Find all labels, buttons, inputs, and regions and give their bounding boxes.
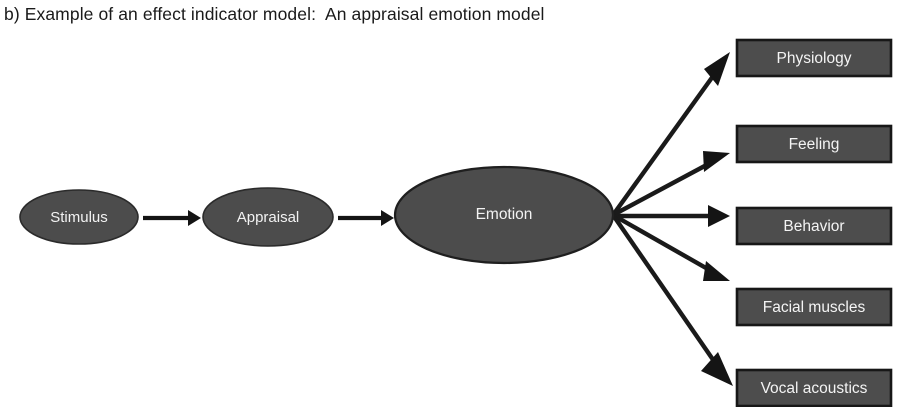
arrow-emotion-to-facial-muscles xyxy=(611,213,730,281)
facial-muscles-box[interactable] xyxy=(735,287,893,327)
arrow-line xyxy=(611,159,716,217)
arrow-emotion-to-vocal-acoustics xyxy=(611,213,733,386)
node-stimulus[interactable]: Stimulus xyxy=(19,189,139,245)
facial-muscles-label: Facial muscles xyxy=(763,299,866,316)
indicator-physiology[interactable]: Physiology xyxy=(735,38,893,78)
arrow-emotion-to-feeling xyxy=(611,151,730,217)
feeling-label: Feeling xyxy=(789,136,840,153)
vocal-acoustics-label: Vocal acoustics xyxy=(761,380,868,397)
behavior-label: Behavior xyxy=(783,218,844,235)
arrow-line xyxy=(611,213,715,274)
appraisal-label: Appraisal xyxy=(237,209,300,226)
behavior-box[interactable] xyxy=(735,206,893,246)
emotion-label: Emotion xyxy=(476,206,533,223)
stimulus-ellipse[interactable] xyxy=(19,189,139,245)
indicator-facial-muscles[interactable]: Facial muscles xyxy=(735,287,893,327)
physiology-label: Physiology xyxy=(777,50,852,67)
arrow-line xyxy=(611,213,718,366)
arrow-head-icon xyxy=(708,205,730,227)
arrow-stimulus-to-appraisal xyxy=(143,210,201,226)
physiology-box[interactable] xyxy=(735,38,893,78)
arrow-head-icon xyxy=(381,210,394,226)
figure-title: b) Example of an effect indicator model:… xyxy=(4,4,545,24)
arrow-appraisal-to-emotion xyxy=(338,210,394,226)
arrow-head-icon xyxy=(188,210,201,226)
indicator-feeling[interactable]: Feeling xyxy=(735,124,893,164)
arrow-head-icon xyxy=(703,151,730,172)
node-appraisal[interactable]: Appraisal xyxy=(202,187,334,247)
arrow-line xyxy=(611,70,718,217)
flow-arrow-group xyxy=(143,210,394,226)
node-emotion[interactable]: Emotion xyxy=(393,165,615,265)
feeling-box[interactable] xyxy=(735,124,893,164)
appraisal-ellipse[interactable] xyxy=(202,187,334,247)
emotion-ellipse[interactable] xyxy=(393,165,615,265)
indicator-behavior[interactable]: Behavior xyxy=(735,206,893,246)
arrow-head-icon xyxy=(701,352,733,386)
arrow-head-icon xyxy=(703,261,730,281)
vocal-acoustics-box[interactable] xyxy=(735,368,893,407)
arrow-emotion-to-behavior xyxy=(613,205,730,227)
radial-arrow-group xyxy=(611,52,733,386)
stimulus-label: Stimulus xyxy=(50,209,108,226)
arrow-emotion-to-physiology xyxy=(611,52,730,217)
arrow-head-icon xyxy=(704,52,730,86)
indicator-vocal-acoustics[interactable]: Vocal acoustics xyxy=(735,368,893,407)
